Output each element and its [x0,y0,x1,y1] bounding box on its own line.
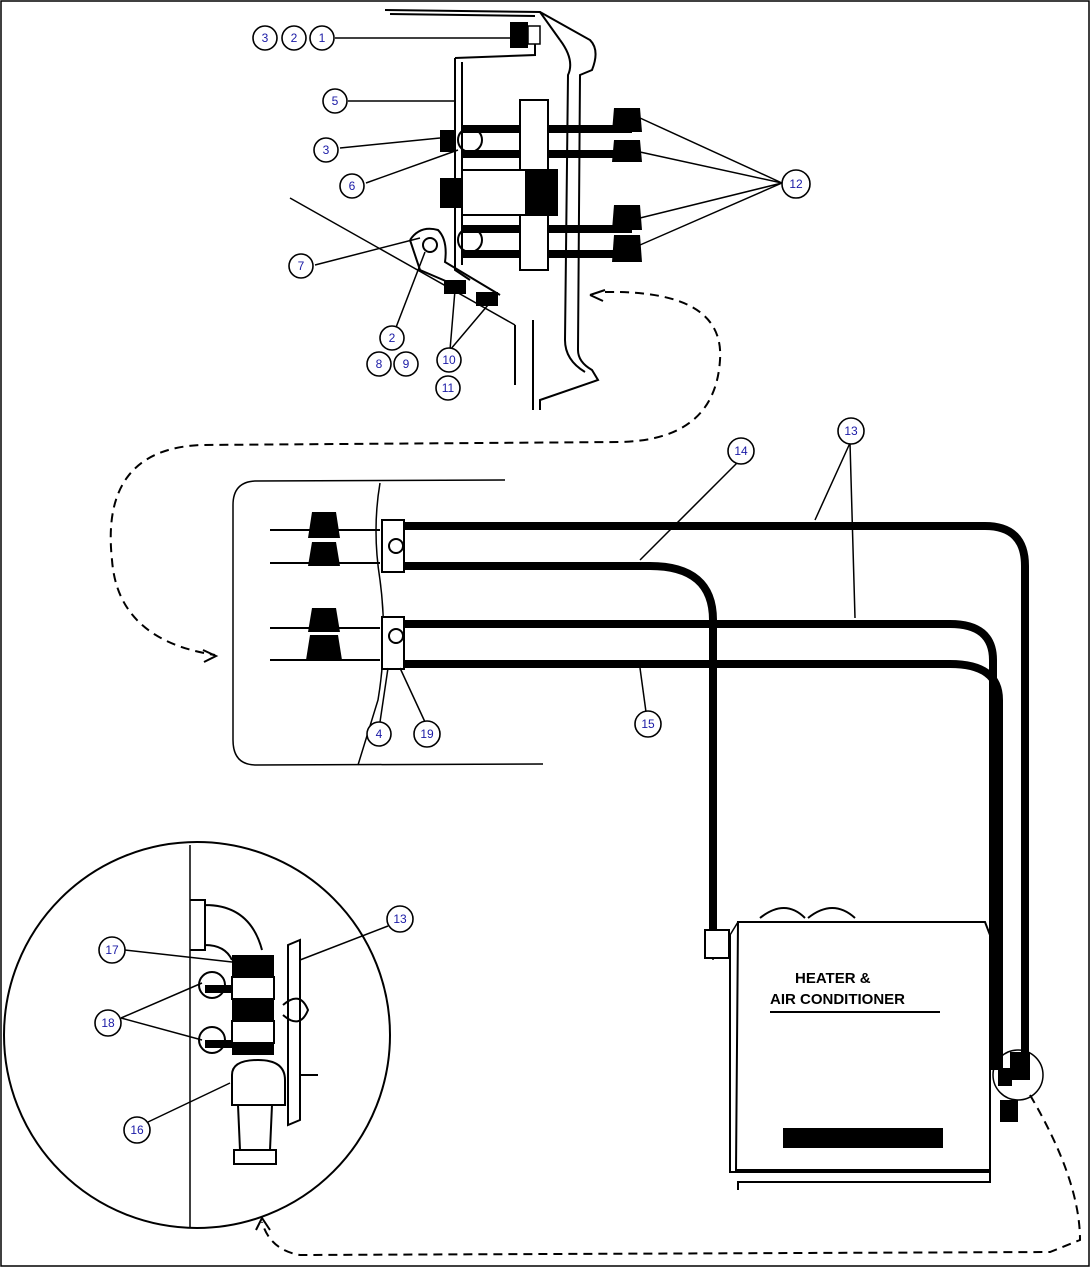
unit-label-line2: AIR CONDITIONER [770,991,905,1008]
callout-10: 10 [436,347,462,373]
callout-2: 2 [281,25,307,51]
svg-text:11: 11 [442,381,455,395]
callout-8: 8 [366,351,392,377]
callout-11: 11 [435,375,461,401]
unit-vent-grille [783,1128,943,1148]
callout-15: 15 [634,710,662,738]
svg-text:2: 2 [389,331,396,345]
heater-ac-unit: HEATER & AIR CONDITIONER [704,907,1044,1190]
callout-1: 1 [309,25,335,51]
svg-text:13: 13 [393,912,407,926]
detail-link-line [109,290,722,656]
callout-17: 17 [98,936,126,964]
svg-text:10: 10 [442,353,456,367]
svg-text:1: 1 [319,31,326,45]
fitting-detail-circle [3,841,391,1229]
unit-detail-link [261,1094,1082,1257]
callout-19: 19 [413,720,441,748]
callout-3: 3 [252,25,278,51]
callout-2-lower: 2 [379,325,405,351]
callout-14: 14 [727,437,755,465]
callout-6: 6 [339,173,365,199]
callout-13: 13 [837,417,865,445]
svg-text:4: 4 [376,727,383,741]
svg-text:19: 19 [420,727,434,741]
callout-bubbles: 3 2 1 5 3 6 12 7 2 8 9 10 11 14 13 4 19 … [94,25,865,1144]
svg-text:6: 6 [349,179,356,193]
callout-18: 18 [94,1009,122,1037]
svg-text:14: 14 [734,444,748,458]
svg-text:3: 3 [323,143,330,157]
svg-text:9: 9 [403,357,410,371]
svg-text:12: 12 [789,177,803,191]
svg-text:5: 5 [332,94,339,108]
callout-7: 7 [288,253,314,279]
unit-label-line1: HEATER & [795,970,871,987]
svg-text:8: 8 [376,357,383,371]
callout-4: 4 [366,721,392,747]
callout-12: 12 [781,169,811,199]
svg-text:17: 17 [105,943,119,957]
top-bracket-detail [289,9,642,410]
callout-16: 16 [123,1116,151,1144]
unit-detail-arrowhead [255,1216,271,1231]
callout-9: 9 [393,351,419,377]
callout-13-detail: 13 [386,905,414,933]
detail-link-arrowhead [202,649,219,663]
svg-text:16: 16 [130,1123,144,1137]
callout-5: 5 [322,88,348,114]
callout-3-lower: 3 [313,137,339,163]
hose-lines [404,522,1029,1070]
svg-text:3: 3 [262,31,269,45]
middle-detail [232,479,544,766]
svg-text:2: 2 [291,31,298,45]
svg-text:13: 13 [844,424,858,438]
leader-lines [120,37,856,1123]
svg-text:18: 18 [101,1016,115,1030]
svg-text:7: 7 [298,259,305,273]
svg-text:15: 15 [641,717,655,731]
